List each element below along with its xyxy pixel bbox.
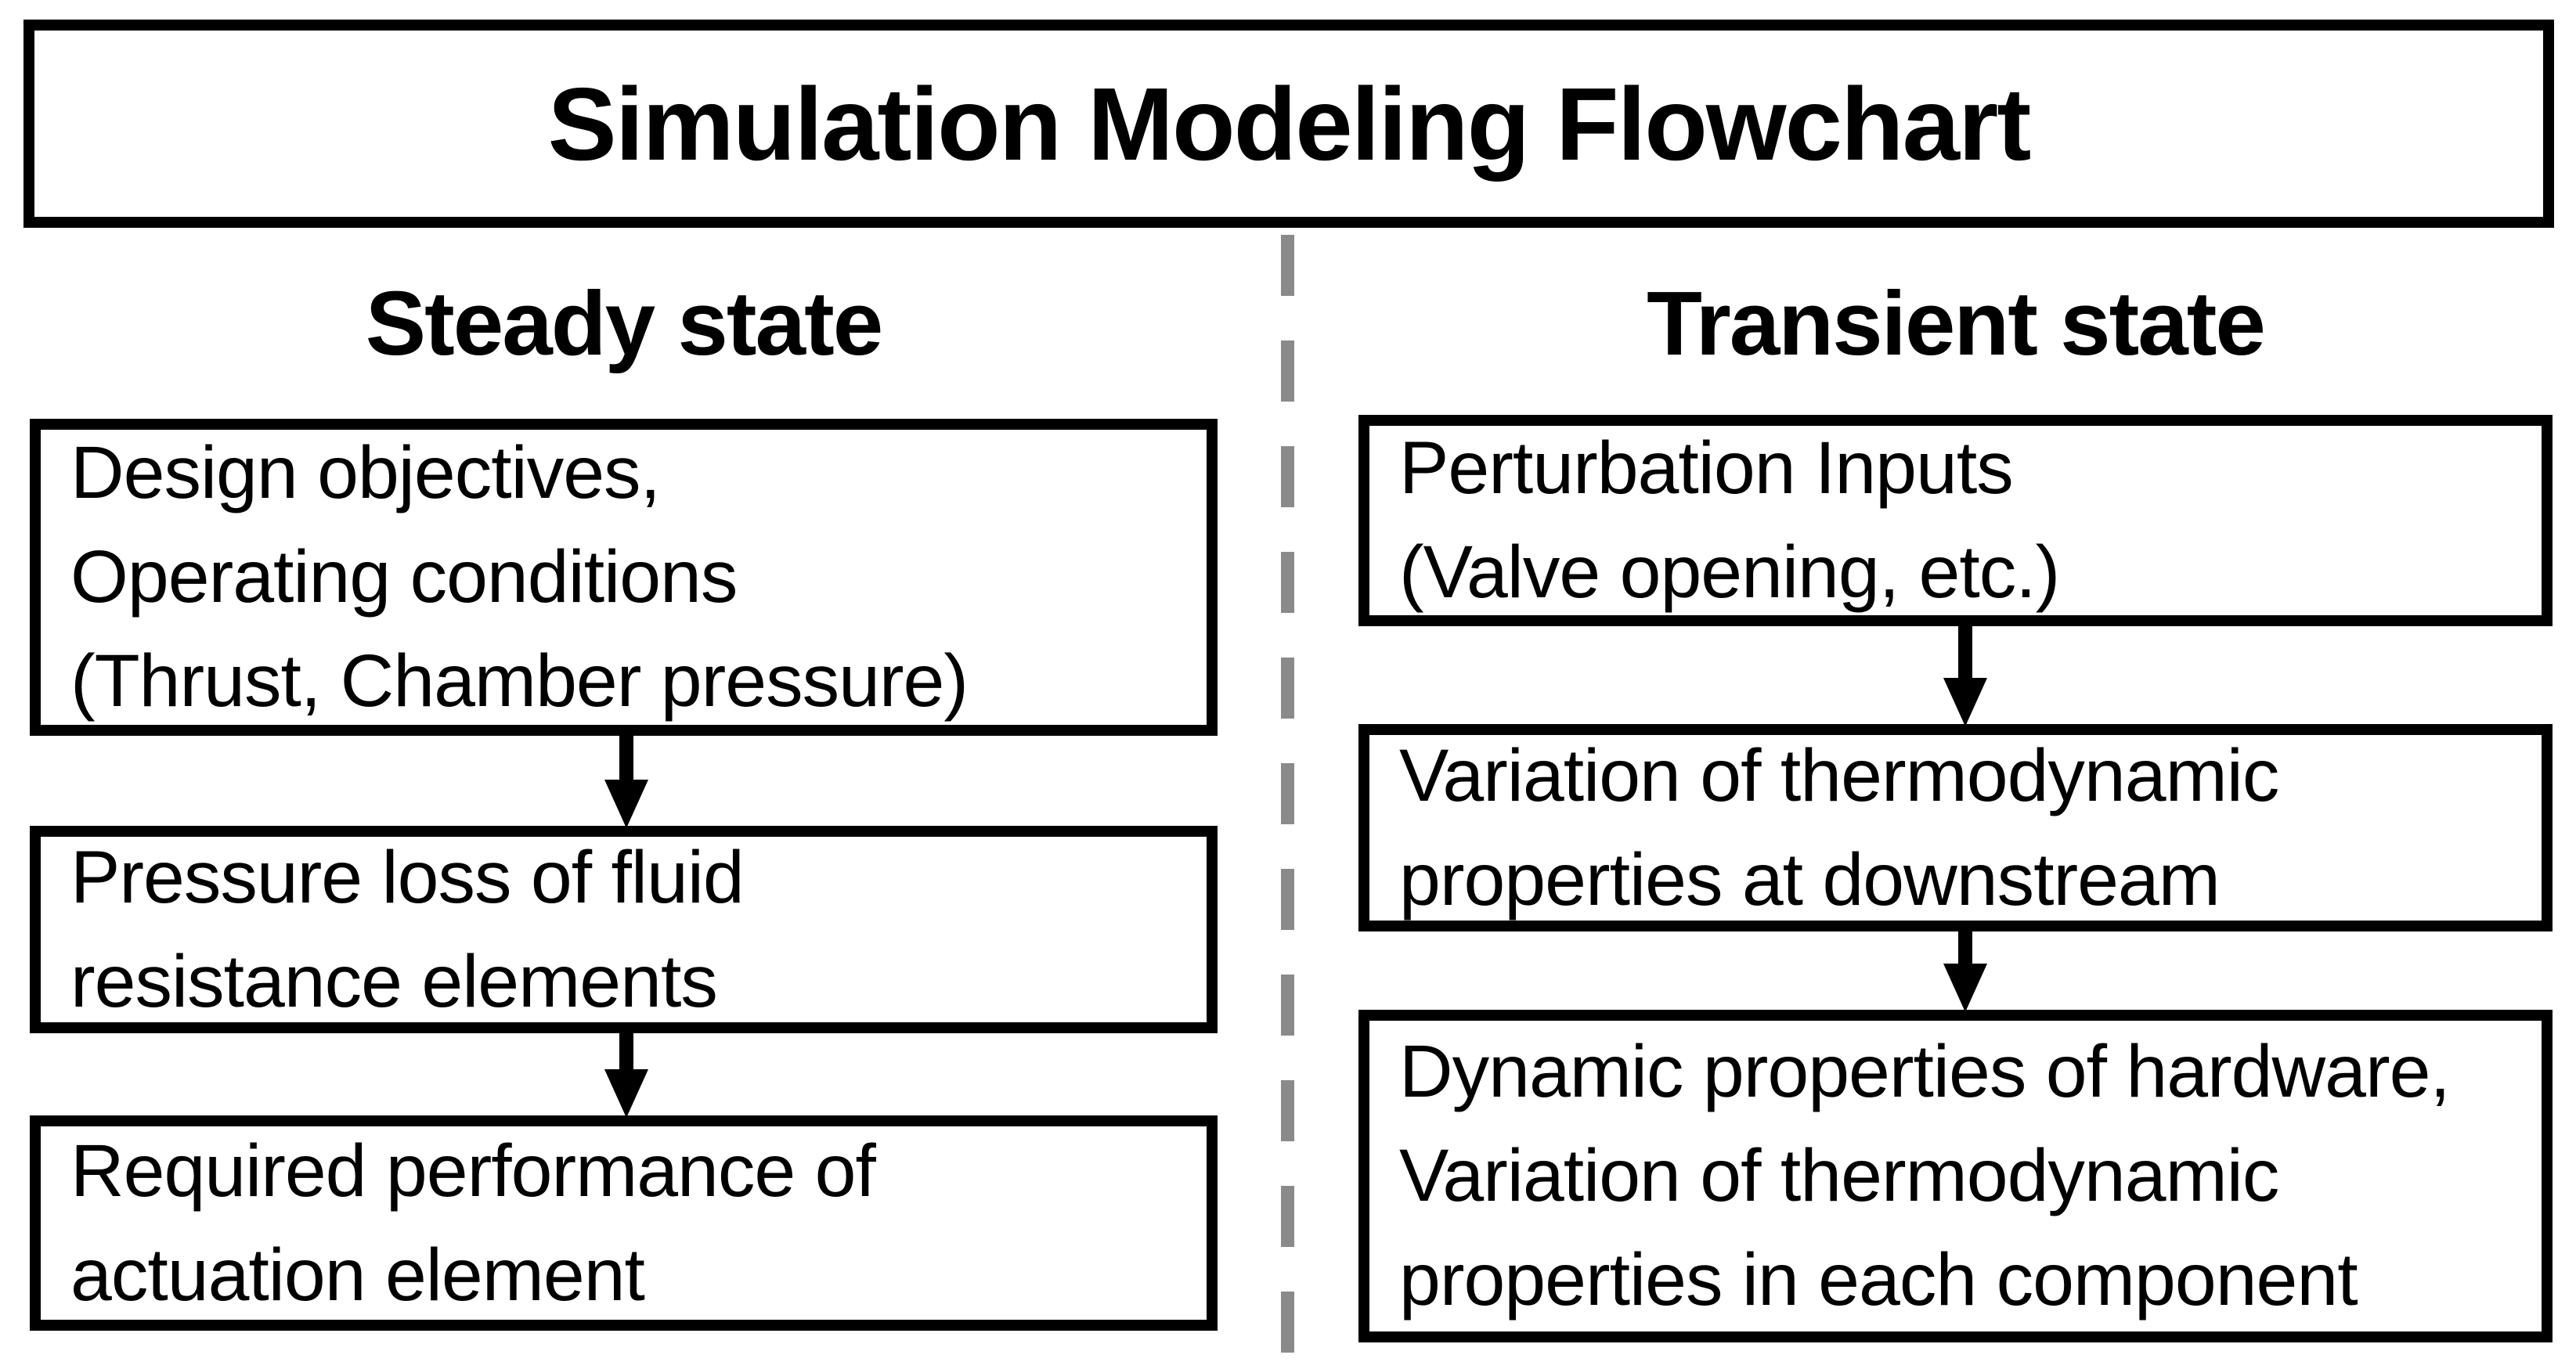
box-text-line: Variation of thermodynamic <box>1399 733 2279 817</box>
box-thermodynamic-variation-downstream: Variation of thermodynamic properties at… <box>1358 724 2553 931</box>
box-dynamic-properties-hardware: Dynamic properties of hardware, Variatio… <box>1358 1010 2553 1342</box>
box-text-line: Operating conditions <box>70 535 738 618</box>
arrow-down-icon <box>591 734 662 828</box>
column-divider <box>1281 235 1294 1362</box>
box-text-line: properties at downstream <box>1399 838 2221 921</box>
box-text-line: Design objectives, <box>70 431 661 514</box>
box-design-objectives: Design objectives, Operating conditions … <box>30 419 1218 736</box>
box-text-line: (Valve opening, etc.) <box>1399 531 2060 614</box>
box-text-line: Variation of thermodynamic <box>1399 1134 2279 1217</box>
box-text-line: actuation element <box>70 1233 645 1317</box>
box-text-line: Perturbation Inputs <box>1399 427 2014 510</box>
box-text-line: Pressure loss of fluid <box>70 835 745 919</box>
box-pressure-loss: Pressure loss of fluid resistance elemen… <box>30 826 1218 1033</box>
box-text-line: Required performance of <box>70 1129 876 1212</box>
arrow-down-icon <box>591 1032 662 1118</box>
box-required-performance: Required performance of actuation elemen… <box>30 1115 1218 1331</box>
arrow-down-icon <box>1930 930 2001 1012</box>
box-text-line: Dynamic properties of hardware, <box>1399 1030 2451 1113</box>
box-perturbation-inputs: Perturbation Inputs (Valve opening, etc.… <box>1358 415 2553 626</box>
flowchart-title: Simulation Modeling Flowchart <box>547 66 2032 182</box>
arrow-down-icon <box>1930 625 2001 726</box>
box-text-line: properties in each component <box>1399 1238 2358 1321</box>
flowchart-title-box: Simulation Modeling Flowchart <box>23 20 2554 228</box>
steady-state-header: Steady state <box>365 272 883 374</box>
transient-state-header: Transient state <box>1647 272 2266 374</box>
box-text-line: resistance elements <box>70 939 718 1023</box>
box-text-line: (Thrust, Chamber pressure) <box>70 640 969 722</box>
